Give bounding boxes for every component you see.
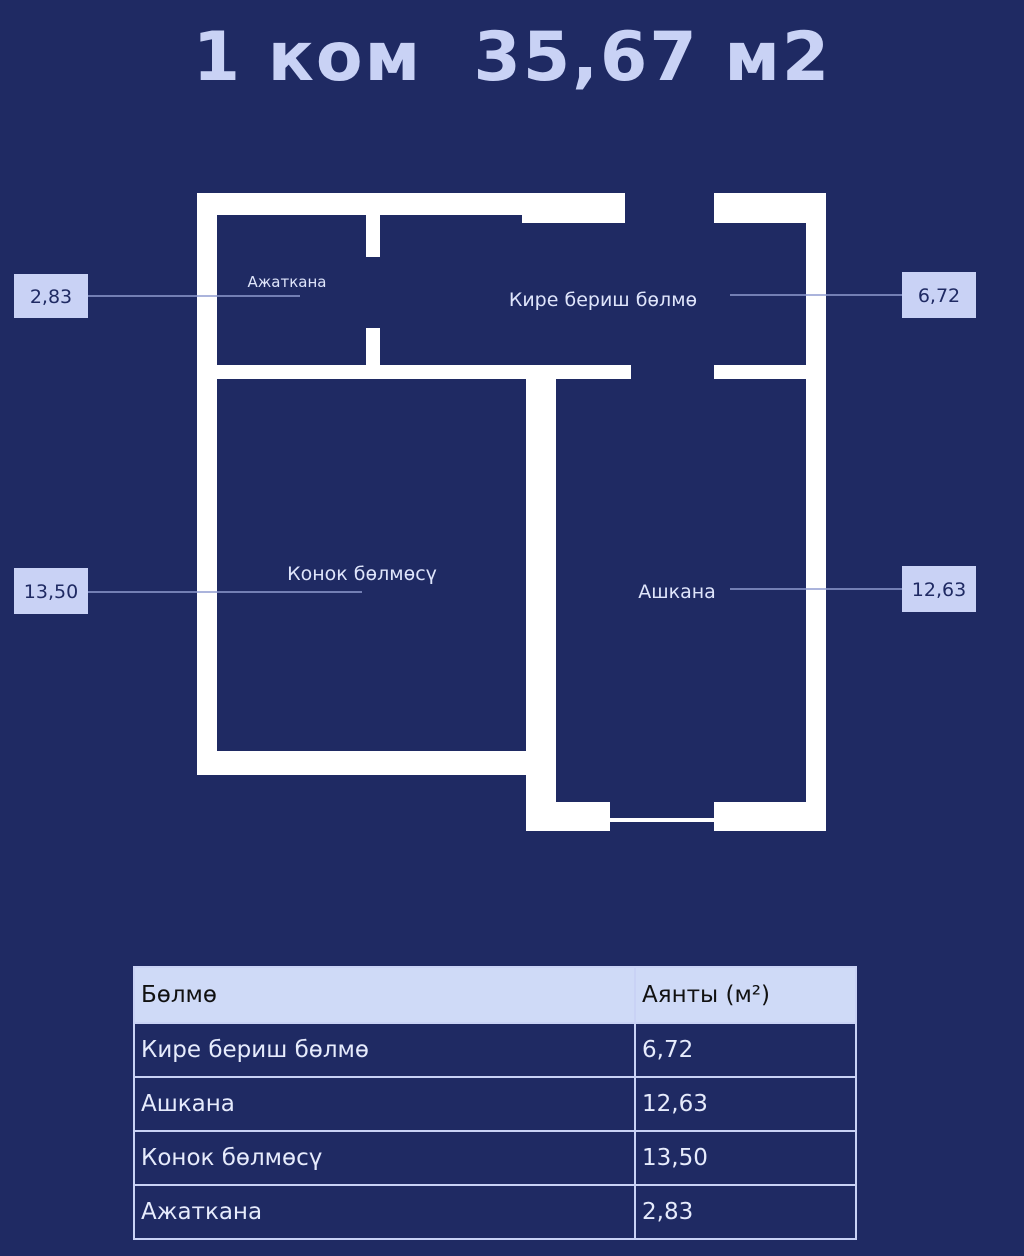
table-header-row: Бөлмө Аянты (м²) [133,966,857,1024]
wall-living-bottom [197,751,526,775]
floor-plan: Ажаткана Кире бериш бөлмө Конок бөлмөсү … [14,193,976,831]
cell-room: Конок бөлмөсү [133,1130,636,1186]
kitchen-window [610,818,714,822]
area-value-toilet: 2,83 [30,286,72,308]
area-badge-toilet: 2,83 [14,274,88,318]
area-value-living: 13,50 [24,581,78,603]
walls [197,193,826,831]
room-label-toilet: Ажаткана [248,273,327,291]
wall-top-entry-left [522,193,625,223]
cell-area: 12,63 [634,1076,857,1132]
cell-area: 6,72 [634,1022,857,1078]
cell-room: Ажаткана [133,1184,636,1240]
table-row: Ашкана 12,63 [133,1076,857,1132]
wall-hall-bottom-left [217,365,631,379]
cell-room: Ашкана [133,1076,636,1132]
wall-top-left [197,193,522,215]
area-table: Бөлмө Аянты (м²) Кире бериш бөлмө 6,72 А… [133,966,857,1240]
wall-right-outer [806,193,826,831]
room-label-living: Конок бөлмөсү [287,563,437,585]
area-badge-entrance: 6,72 [902,272,976,318]
wall-hall-bottom-right [714,365,806,379]
area-badge-kitchen: 12,63 [902,566,976,612]
table-row: Ажаткана 2,83 [133,1184,857,1240]
wall-kitchen-bottom-right [714,802,826,831]
cell-area: 13,50 [634,1130,857,1186]
table-row: Кире бериш бөлмө 6,72 [133,1022,857,1078]
leader-lines [88,294,902,593]
cell-area: 2,83 [634,1184,857,1240]
area-value-kitchen: 12,63 [912,579,966,601]
cell-room: Кире бериш бөлмө [133,1022,636,1078]
wall-toilet-partition-bottom [366,328,380,366]
header-area: Аянты (м²) [634,966,857,1024]
header-room: Бөлмө [133,966,636,1024]
room-label-kitchen: Ашкана [638,581,716,603]
wall-kitchen-bottom-left [526,802,610,831]
wall-toilet-partition-top [366,215,380,257]
area-badge-living: 13,50 [14,568,88,614]
wall-left-outer [197,193,217,775]
room-label-entrance: Кире бериш бөлмө [509,289,697,311]
wall-center [526,379,556,831]
table-row: Конок бөлмөсү 13,50 [133,1130,857,1186]
page-title: 1 ком 35,67 м2 [192,18,832,97]
area-value-entrance: 6,72 [918,285,960,307]
